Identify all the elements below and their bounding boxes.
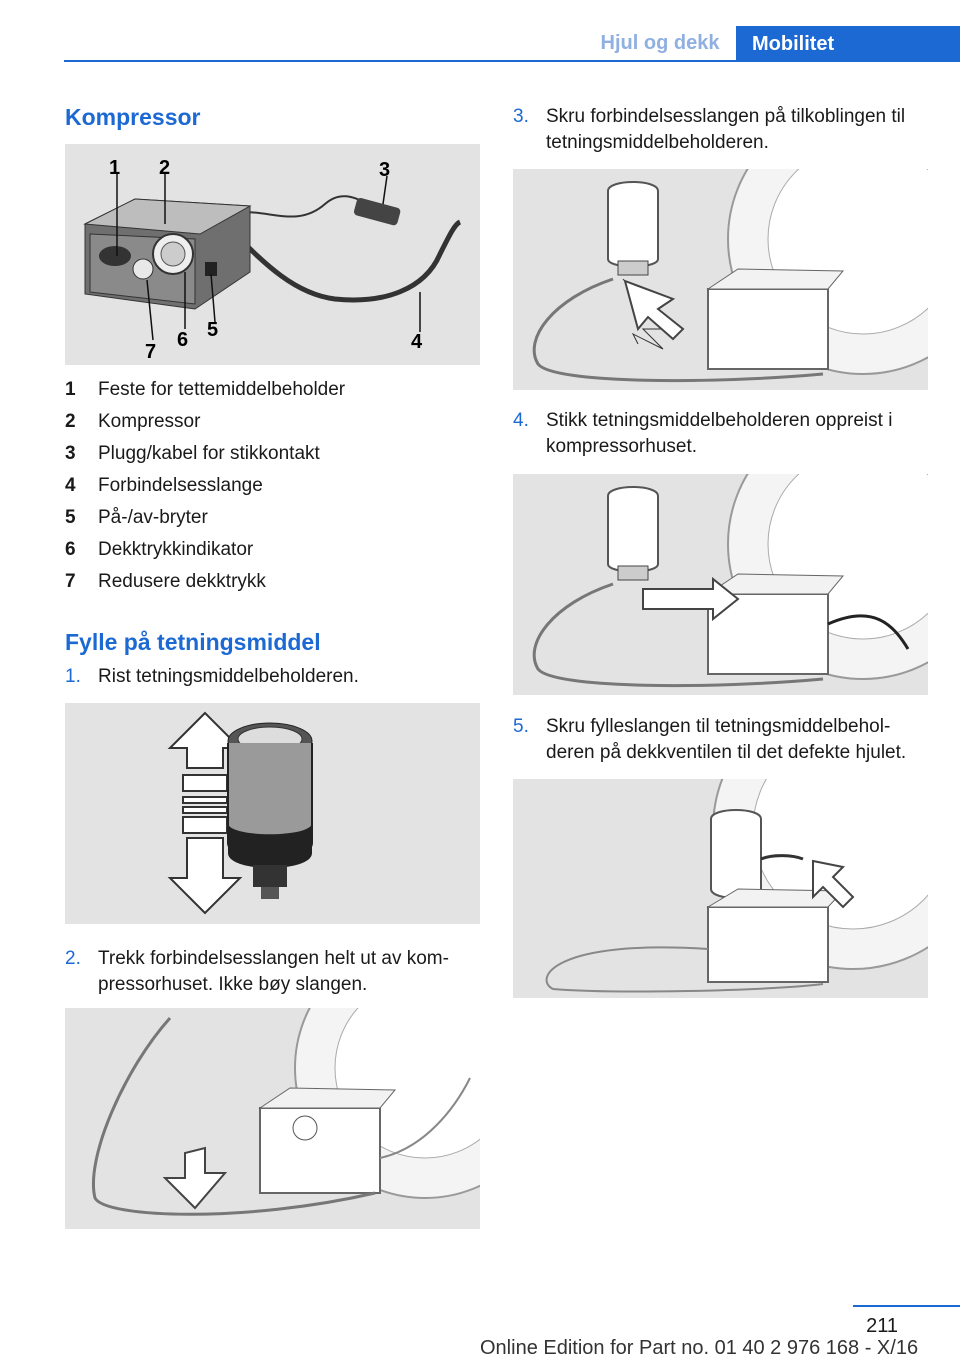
pull-hose-illustration bbox=[92, 1008, 480, 1216]
legend-number: 5 bbox=[65, 507, 76, 528]
legend-text: Kompressor bbox=[98, 411, 201, 432]
callout-7: 7 bbox=[145, 341, 156, 363]
callout-3: 3 bbox=[379, 159, 390, 181]
step-text: Rist tetningsmiddelbeholderen. bbox=[98, 666, 359, 687]
step-number: 4. bbox=[513, 410, 529, 431]
legend-item: 7 Redusere dekktrykk bbox=[65, 568, 475, 600]
compressor-illustration: 1 2 3 4 5 6 7 bbox=[83, 157, 462, 363]
step-text: Trekk forbindelsesslangen helt ut av kom… bbox=[98, 948, 449, 995]
legend-item: 6 Dekktrykkindikator bbox=[65, 536, 475, 568]
valve-connect-figure bbox=[513, 779, 928, 998]
valve-connect-illustration bbox=[545, 779, 928, 993]
footer-rule bbox=[853, 1305, 960, 1307]
legend-text: Plugg/kabel for stikkontakt bbox=[98, 443, 320, 464]
callout-6: 6 bbox=[177, 329, 188, 351]
step-3: 3. Skru forbindelsesslangen på tilkoblin… bbox=[513, 104, 933, 156]
shake-bottle-illustration bbox=[167, 711, 313, 915]
step-number: 2. bbox=[65, 948, 81, 969]
legend-item: 5 På-/av-bryter bbox=[65, 504, 475, 536]
legend-number: 3 bbox=[65, 443, 76, 464]
filling-heading: Fylle på tetningsmiddel bbox=[65, 629, 321, 655]
pull-hose-figure bbox=[65, 1008, 480, 1229]
step-1: 1. Rist tetningsmiddelbeholderen. bbox=[65, 664, 480, 690]
chapter-label: Mobilitet bbox=[752, 33, 835, 55]
step-2: 2. Trekk forbindelsesslangen helt ut av … bbox=[65, 946, 480, 998]
legend-text: På-/av-bryter bbox=[98, 507, 208, 528]
footer-edition: Online Edition for Part no. 01 40 2 976 … bbox=[480, 1337, 919, 1359]
legend-number: 1 bbox=[65, 379, 76, 400]
legend-number: 4 bbox=[65, 475, 76, 496]
connect-hose-illustration bbox=[532, 169, 928, 383]
connect-hose-figure bbox=[513, 169, 928, 390]
compressor-figure: 1 2 3 4 5 6 7 bbox=[65, 144, 480, 365]
legend-text: Feste for tettemiddelbeholder bbox=[98, 379, 346, 400]
legend-item: 1 Feste for tettemiddelbeholder bbox=[65, 376, 475, 408]
legend-text: Forbindelsesslange bbox=[98, 475, 263, 496]
insert-bottle-figure bbox=[513, 474, 928, 695]
step-text: Stikk tetningsmiddelbeholderen oppreist … bbox=[546, 410, 893, 457]
step-4: 4. Stikk tetningsmiddelbeholderen opprei… bbox=[513, 408, 933, 460]
step-text: Skru forbindelsesslangen på tilkoblingen… bbox=[546, 106, 906, 153]
compressor-legend: 1 Feste for tettemiddelbeholder 2 Kompress… bbox=[65, 376, 475, 600]
callout-1: 1 bbox=[109, 157, 120, 179]
legend-number: 6 bbox=[65, 539, 76, 560]
legend-item: 2 Kompressor bbox=[65, 408, 475, 440]
insert-bottle-illustration bbox=[532, 474, 928, 688]
header-tab-chapter: Mobilitet bbox=[736, 26, 960, 62]
step-number: 3. bbox=[513, 106, 529, 127]
step-number: 1. bbox=[65, 666, 81, 687]
header-tab-section: Hjul og dekk bbox=[600, 32, 720, 54]
step-number: 5. bbox=[513, 716, 529, 737]
callout-5: 5 bbox=[207, 319, 218, 341]
header-rule bbox=[64, 60, 960, 62]
legend-item: 3 Plugg/kabel for stikkontakt bbox=[65, 440, 475, 472]
step-text: Skru fylleslangen til tetningsmiddelbeho… bbox=[546, 716, 907, 763]
callout-2: 2 bbox=[159, 157, 170, 179]
legend-number: 2 bbox=[65, 411, 76, 432]
callout-4: 4 bbox=[411, 331, 423, 353]
legend-number: 7 bbox=[65, 571, 76, 592]
compressor-heading: Kompressor bbox=[65, 104, 201, 130]
page-number: 211 bbox=[866, 1315, 898, 1337]
shake-figure bbox=[65, 703, 480, 924]
legend-item: 4 Forbindelsesslange bbox=[65, 472, 475, 504]
legend-text: Redusere dekktrykk bbox=[98, 571, 266, 592]
step-5: 5. Skru fylleslangen til tetningsmiddelb… bbox=[513, 714, 933, 766]
legend-text: Dekktrykkindikator bbox=[98, 539, 254, 560]
